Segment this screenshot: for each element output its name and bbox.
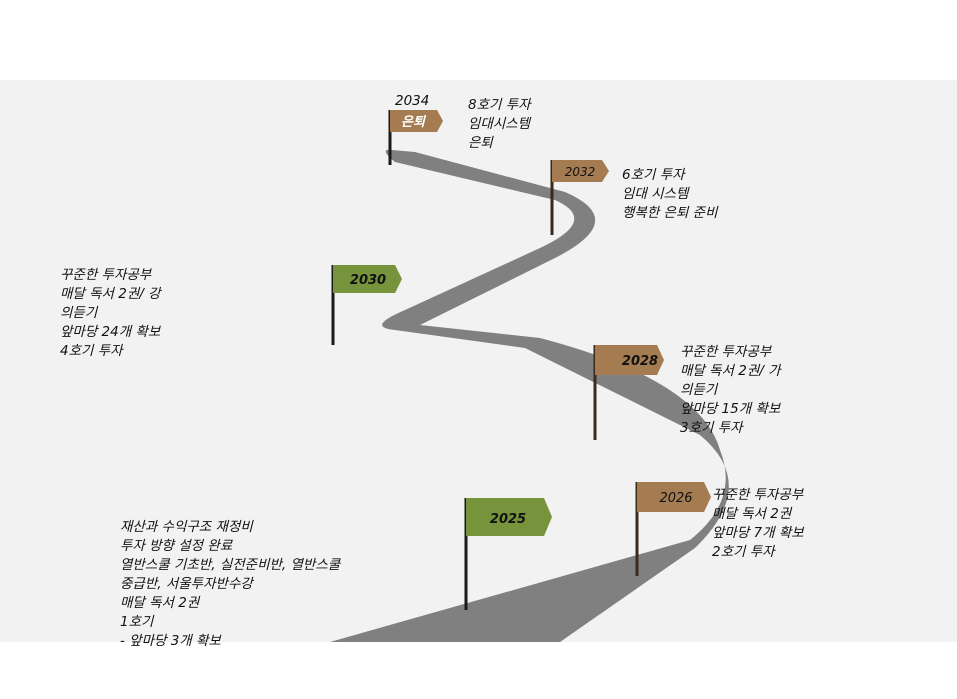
milestone-2030-flag: 2030	[331, 265, 402, 345]
milestone-2030-note: 꾸준한 투자공부 매달 독서 2권/ 강 의듣기 앞마당 24개 확보 4호기 …	[60, 267, 161, 359]
road-path	[330, 149, 729, 642]
flag-banner	[595, 345, 664, 375]
milestone-2032-note: 6호기 투자 임대 시스템 행복한 은퇴 준비	[622, 167, 718, 221]
milestone-2026-flag: 2026	[635, 482, 711, 576]
flag-banner	[552, 160, 609, 182]
milestone-2034-note: 8호기 투자 임대시스템 은퇴	[468, 97, 531, 151]
milestone-2026-year: 2026	[659, 491, 692, 506]
milestone-2025-flag: 2025	[464, 498, 552, 610]
milestone-2032-year: 2032	[565, 165, 596, 179]
flag-banner	[333, 265, 402, 293]
roadmap-canvas: 2025 2026 2028 2030 2032	[0, 80, 957, 649]
milestone-2028-flag: 2028	[593, 345, 664, 440]
milestone-2025-note: 재산과 수익구조 재정비 투자 방향 설정 완료 열반스쿨 기초반, 실전준비반…	[120, 519, 341, 649]
milestone-2028-note: 꾸준한 투자공부 매달 독서 2권/ 가 의듣기 앞마당 15개 확보 3호기 …	[680, 344, 781, 436]
roadmap-diagram: 2025 2026 2028 2030 2032	[330, 110, 729, 642]
milestone-2032-flag: 2032	[550, 160, 609, 235]
milestone-2028-year: 2028	[622, 354, 658, 369]
milestone-2026-note: 꾸준한 투자공부 매달 독서 2권 앞마당 7개 확보 2호기 투자	[712, 487, 804, 560]
milestone-2034-label: 은퇴	[401, 114, 427, 130]
milestone-2034-flag: 은퇴	[388, 110, 443, 165]
flag-banner	[466, 498, 552, 536]
milestone-2034-year: 2034	[395, 93, 430, 109]
flag-banner	[637, 482, 711, 512]
milestone-2030-year: 2030	[350, 273, 386, 288]
flag-banner	[390, 110, 443, 132]
milestone-2025-year: 2025	[490, 512, 526, 527]
